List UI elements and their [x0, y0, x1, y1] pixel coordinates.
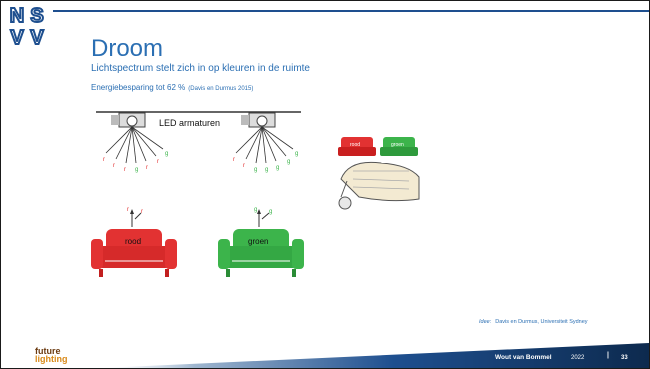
logo-letter: N [9, 4, 25, 28]
energy-text: Energiebesparing tot 62 % [91, 83, 186, 92]
led-lamp-right [256, 115, 268, 127]
footer-separator: | [607, 352, 609, 359]
fixture-detail [241, 115, 249, 125]
ray-letter: g [295, 151, 298, 157]
slide-title: Droom [91, 35, 164, 62]
sofa-red-label: rood [125, 237, 141, 246]
ray-letter: g [254, 167, 257, 173]
brand-line: future [35, 346, 61, 356]
ray-letter: r [233, 157, 235, 163]
header-rule [53, 10, 649, 12]
ray-letter: r [243, 163, 245, 169]
arrow-letter: g [269, 209, 272, 215]
ray-letter: g [276, 165, 279, 171]
ray-letter: g [165, 151, 168, 157]
credit-label: Idee: [479, 319, 492, 325]
ray-letter: g [135, 167, 138, 173]
logo-letter: S [29, 4, 44, 28]
bed-illustration [338, 161, 420, 210]
footer-year: 2022 [571, 355, 585, 361]
future-lighting-logo: future lighting [35, 346, 68, 364]
sofa-red: r r rood [91, 207, 177, 277]
author-name: Wout van Bommel [495, 354, 552, 361]
led-label: LED armaturen [159, 118, 220, 128]
ray-letter: r [113, 163, 115, 169]
nsvv-logo: N S V V [7, 4, 51, 55]
energy-citation: (Davis en Durmus 2015) [188, 86, 254, 92]
ray-letter: g [287, 159, 290, 165]
ray-letter: g [265, 167, 268, 173]
logo-letter: V [29, 26, 44, 50]
rays-right [235, 126, 294, 164]
ray-letters-left: r r r g r r g [103, 151, 168, 173]
footer-bar [102, 343, 649, 368]
small-sofa-label: groen [391, 142, 404, 148]
logo-letter: V [9, 26, 24, 50]
ray-letter: r [103, 157, 105, 163]
ray-letters-right: r r g g g g g [233, 151, 298, 173]
ray-letter: r [146, 165, 148, 171]
credit-text: Davis en Durmus, Universiteit Sydney [495, 319, 588, 325]
arrow-letter: r [127, 207, 129, 213]
small-sofa-label: rood [350, 142, 360, 148]
brand-line: lighting [35, 354, 68, 364]
arrow-letter: g [254, 207, 257, 213]
rays-left [105, 126, 164, 164]
sofa-green: g g groen [218, 207, 304, 277]
slide-subtitle: Lichtspectrum stelt zich in op kleuren i… [91, 63, 310, 74]
fixture-detail [111, 115, 119, 125]
led-sofa-illustration: LED armaturen r r r g r r g r [91, 111, 420, 277]
led-lamp-left [126, 115, 138, 127]
ray-letter: r [157, 159, 159, 165]
arrow-letter: r [141, 209, 143, 215]
credit-line: Idee:Davis en Durmus, Universiteit Sydne… [479, 319, 588, 325]
energy-line: Energiebesparing tot 62 %(Davis en Durmu… [91, 83, 253, 92]
sofa-green-label: groen [248, 237, 268, 246]
ray-letter: r [124, 167, 126, 173]
page-number: 33 [621, 355, 628, 361]
